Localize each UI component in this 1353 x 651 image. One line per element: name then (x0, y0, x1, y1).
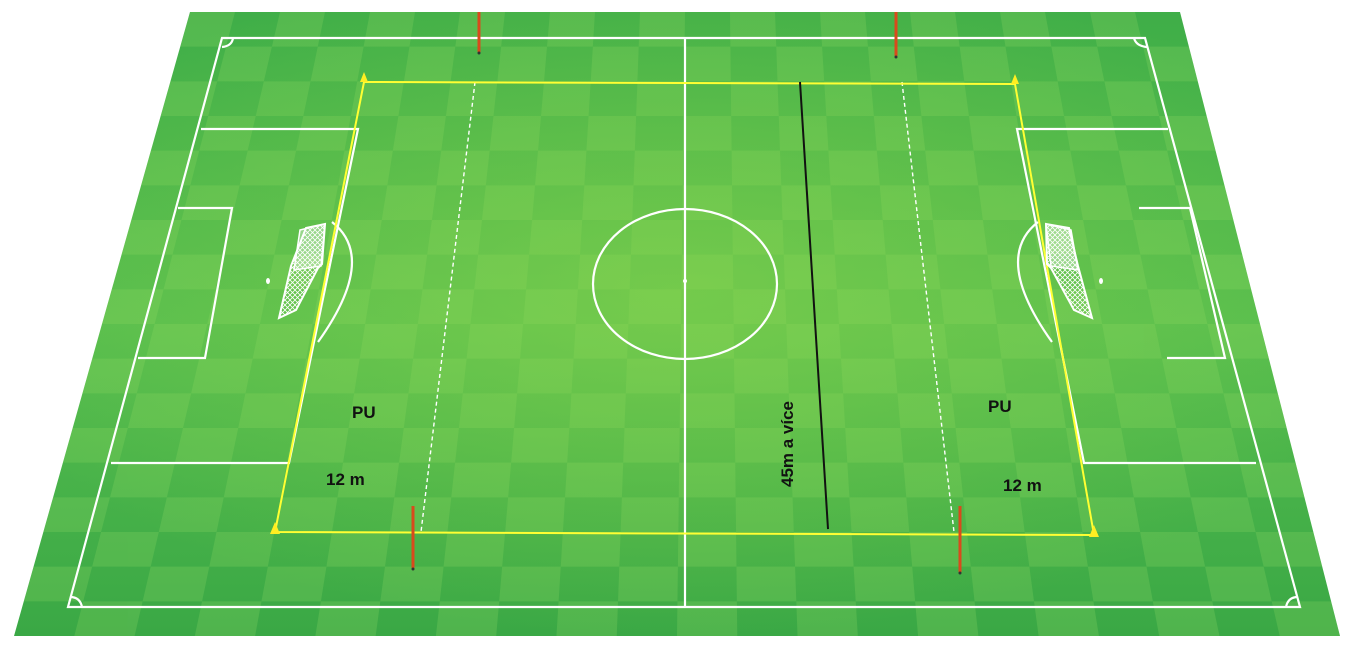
left-penalty-spot (266, 278, 270, 284)
flag-pole-icon (478, 12, 481, 55)
width-label-left: 12 m (326, 470, 365, 489)
flag-pole-icon (959, 506, 962, 575)
flag-pole-icon (412, 506, 415, 571)
flag-pole-icon (895, 12, 898, 59)
zone-label-right: PU (988, 397, 1012, 416)
center-spot (683, 279, 687, 283)
zone-label-left: PU (352, 403, 376, 422)
right-penalty-spot (1099, 278, 1103, 284)
width-label-right: 12 m (1003, 476, 1042, 495)
length-label: 45m a více (778, 401, 797, 487)
grass-glow (14, 12, 1340, 636)
